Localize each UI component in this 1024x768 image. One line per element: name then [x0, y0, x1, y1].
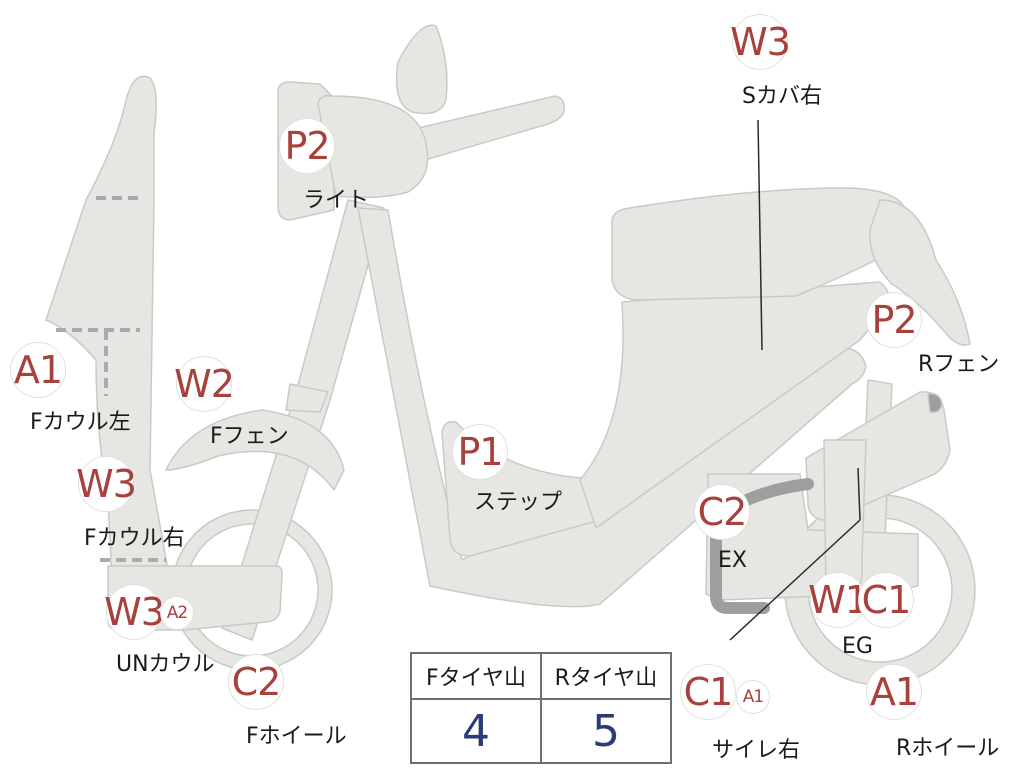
tire-tread-table: Fタイヤ山 Rタイヤ山 4 5	[410, 652, 672, 764]
r-wheel-label: Rホイール	[896, 736, 1000, 761]
f-wheel-code: C2	[228, 654, 284, 710]
light-code: P2	[279, 118, 335, 174]
silencer-right-code: C1	[680, 664, 736, 720]
f-cowl-left-code: A1	[10, 342, 66, 398]
f-fender-code: W2	[174, 356, 235, 412]
silencer-right-code-2: A1	[736, 680, 770, 714]
r-wheel-code: A1	[866, 664, 922, 720]
seat	[611, 187, 907, 301]
f-cowl-right-label: Fカウル右	[84, 526, 185, 551]
front-fender	[165, 409, 345, 491]
engine-code-2: C1	[858, 572, 914, 628]
f-cowl-left-label: Fカウル左	[30, 410, 131, 435]
f-fender-label: Fフェン	[210, 424, 289, 449]
front-fender-panel	[285, 383, 329, 413]
handlebar	[409, 95, 566, 163]
exhaust-code: C2	[694, 484, 750, 540]
f-cowl-right-code: W3	[76, 456, 137, 512]
f-wheel-label: Fホイール	[246, 724, 347, 749]
rear-tire-header: Rタイヤ山	[540, 652, 672, 700]
rear-tire-value: 5	[540, 698, 672, 764]
exhaust-label: EX	[718, 548, 747, 573]
step-code: P1	[452, 424, 508, 480]
front-tire-value: 4	[410, 698, 542, 764]
step-label: ステップ	[474, 490, 563, 515]
leader-lines	[729, 119, 861, 641]
front-tire-header: Fタイヤ山	[410, 652, 542, 700]
r-fender-label: Rフェン	[918, 352, 1000, 377]
cowl-guide-dashes	[56, 196, 166, 562]
engine-label: EG	[842, 634, 873, 659]
s-cover-right-code: W3	[730, 14, 791, 70]
light-label: ライト	[303, 188, 370, 213]
un-cowl-label: UNカウル	[116, 652, 215, 677]
s-cover-right-label: Sカバ右	[742, 84, 822, 109]
rear-tail	[869, 199, 971, 346]
r-fender-code: P2	[866, 292, 922, 348]
un-cowl-code-2: A2	[160, 596, 194, 630]
un-cowl-code: W3	[104, 584, 165, 640]
silencer-right-label: サイレ右	[712, 738, 801, 763]
silencer-tip	[927, 392, 943, 414]
tire-table-header-row: Fタイヤ山 Rタイヤ山	[410, 652, 672, 700]
tire-table-value-row: 4 5	[410, 698, 672, 764]
windshield	[395, 24, 448, 115]
handlebar-cover	[317, 94, 429, 199]
